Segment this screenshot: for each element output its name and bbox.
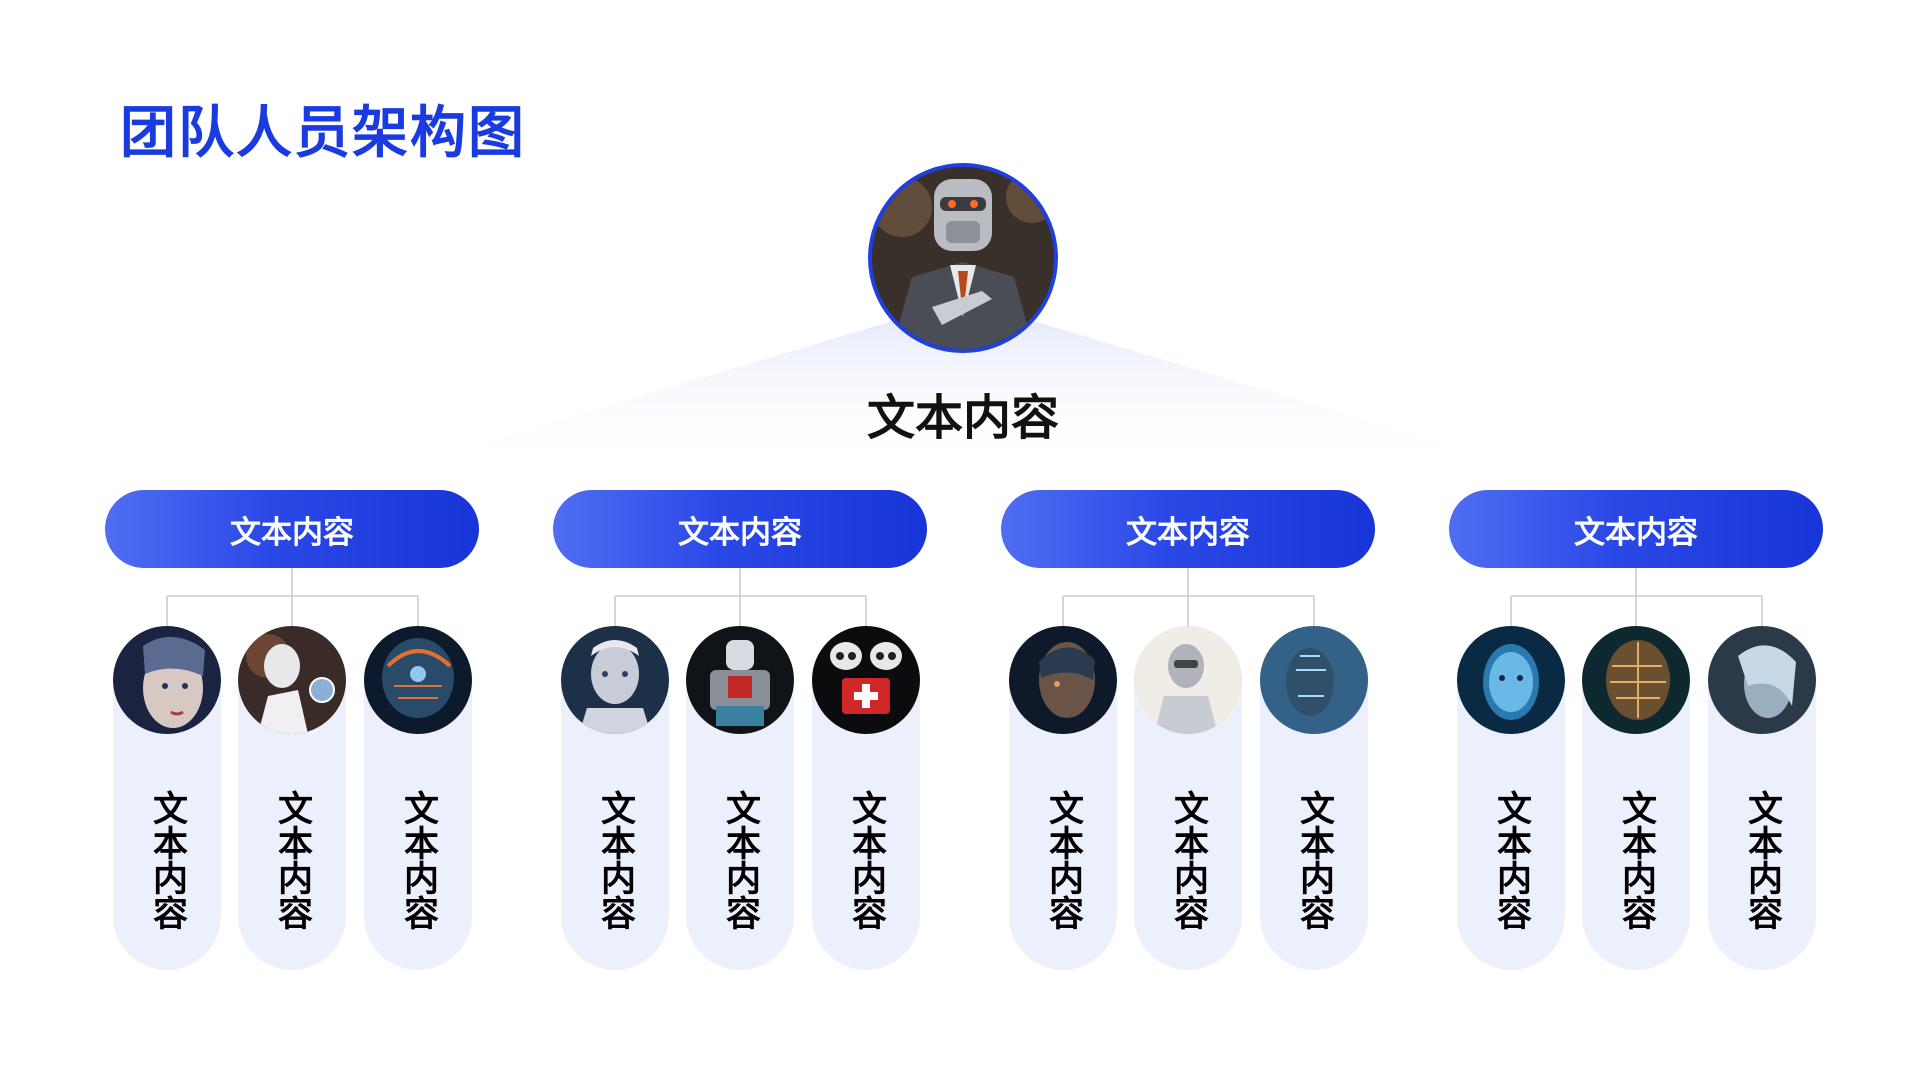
member-column[interactable]: 文本内容 [686, 626, 794, 970]
member-name: 文本内容 [398, 790, 438, 930]
member-avatar[interactable] [561, 626, 669, 734]
member-avatar[interactable] [1457, 626, 1565, 734]
cyborg-woman-icon [113, 626, 221, 734]
member-name: 文本内容 [1616, 790, 1656, 930]
member-name: 文本内容 [1294, 790, 1334, 930]
cyborg-profile-icon [1009, 626, 1117, 734]
group-header-1[interactable]: 文本内容 [105, 490, 479, 568]
member-avatar[interactable] [686, 626, 794, 734]
member-column[interactable]: 文本内容 [238, 626, 346, 970]
member-avatar[interactable] [1708, 626, 1816, 734]
group-header-4[interactable]: 文本内容 [1449, 490, 1823, 568]
silver-android-icon [1134, 626, 1242, 734]
member-name: 文本内容 [1491, 790, 1531, 930]
member-avatar[interactable] [1582, 626, 1690, 734]
member-avatar[interactable] [1009, 626, 1117, 734]
group-header-3[interactable]: 文本内容 [1001, 490, 1375, 568]
member-name: 文本内容 [1168, 790, 1208, 930]
member-name: 文本内容 [846, 790, 886, 930]
android-man-icon [561, 626, 669, 734]
member-name: 文本内容 [1742, 790, 1782, 930]
member-avatar[interactable] [812, 626, 920, 734]
member-column[interactable]: 文本内容 [1260, 626, 1368, 970]
top-name: 文本内容 [866, 390, 1059, 446]
member-column[interactable]: 文本内容 [561, 626, 669, 970]
member-avatar[interactable] [1134, 626, 1242, 734]
group-header-2[interactable]: 文本内容 [553, 490, 927, 568]
member-avatar[interactable] [364, 626, 472, 734]
member-name: 文本内容 [272, 790, 312, 930]
member-name: 文本内容 [1043, 790, 1083, 930]
member-name: 文本内容 [147, 790, 187, 930]
member-avatar[interactable] [238, 626, 346, 734]
member-name: 文本内容 [595, 790, 635, 930]
golden-circuit-head-icon [1582, 626, 1690, 734]
two-robots-first-aid-icon [812, 626, 920, 734]
robot-head-circuits-icon [364, 626, 472, 734]
member-column[interactable]: 文本内容 [1582, 626, 1690, 970]
medical-robot-icon [686, 626, 794, 734]
member-column[interactable]: 文本内容 [1708, 626, 1816, 970]
page-title: 团队人员架构图 [120, 101, 526, 166]
crystal-woman-icon [1708, 626, 1816, 734]
blue-ai-face-icon [1457, 626, 1565, 734]
white-robot-with-orb-icon [238, 626, 346, 734]
member-column[interactable]: 文本内容 [1134, 626, 1242, 970]
member-avatar[interactable] [113, 626, 221, 734]
member-column[interactable]: 文本内容 [1009, 626, 1117, 970]
member-name: 文本内容 [720, 790, 760, 930]
member-column[interactable]: 文本内容 [113, 626, 221, 970]
member-avatar[interactable] [1260, 626, 1368, 734]
member-column[interactable]: 文本内容 [812, 626, 920, 970]
member-column[interactable]: 文本内容 [364, 626, 472, 970]
hologram-face-icon [1260, 626, 1368, 734]
member-column[interactable]: 文本内容 [1457, 626, 1565, 970]
